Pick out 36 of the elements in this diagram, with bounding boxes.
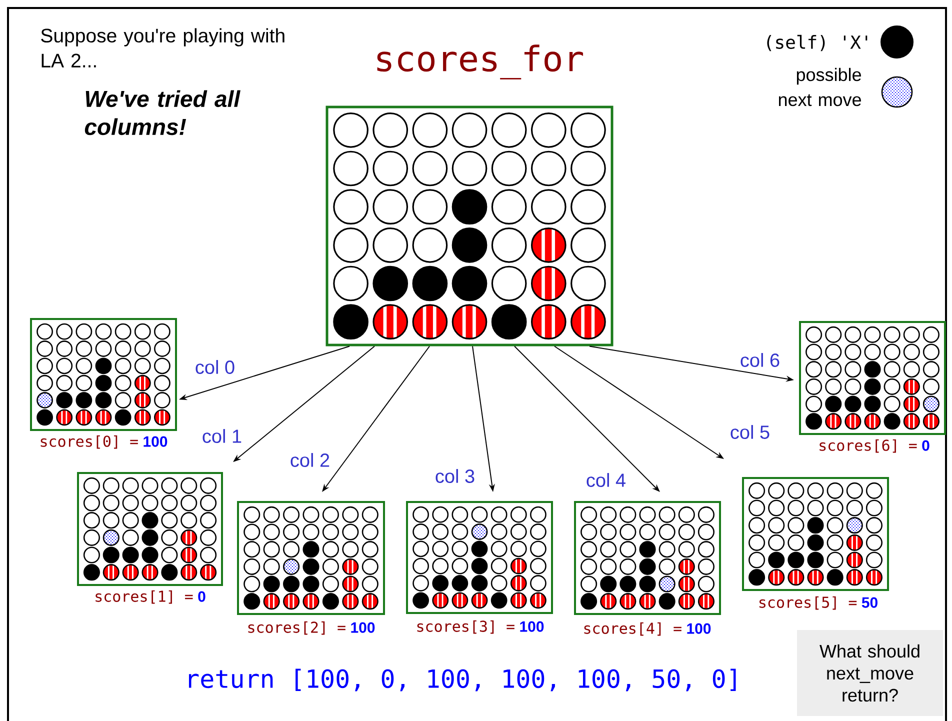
game-board-drawing bbox=[806, 396, 940, 430]
edge-label: col 5 bbox=[728, 424, 772, 440]
title: scores_for bbox=[377, 44, 584, 80]
legend-text: possible next move bbox=[778, 68, 861, 106]
score-label: scores[6] = 0 bbox=[820, 439, 930, 453]
score-label: scores[4] = 100 bbox=[584, 622, 711, 636]
edge-label: col 3 bbox=[434, 468, 476, 484]
intro-text: Suppose you're playing with LA 2... bbox=[41, 28, 284, 68]
edge-label: col 1 bbox=[200, 428, 244, 444]
score-label: scores[3] = 100 bbox=[417, 620, 544, 634]
game-board-drawing bbox=[237, 501, 385, 615]
game-board-drawing bbox=[406, 501, 553, 614]
edge-label: col 6 bbox=[738, 352, 782, 368]
game-board-drawing bbox=[748, 517, 882, 586]
note-text: We've tried all columns! bbox=[84, 90, 240, 136]
legend-text: (self) 'X' bbox=[767, 34, 868, 52]
edge-label: col 4 bbox=[584, 472, 628, 488]
game-board-drawing bbox=[326, 106, 614, 346]
edge-label: col 0 bbox=[194, 359, 236, 375]
edge-label: col 2 bbox=[288, 452, 332, 468]
score-label: scores[2] = 100 bbox=[248, 621, 375, 635]
score-label: scores[1] = 0 bbox=[96, 590, 206, 604]
return-statement: return [100, 0, 100, 100, 100, 50, 0] bbox=[188, 668, 736, 692]
score-label: scores[0] = 100 bbox=[40, 435, 168, 449]
game-board-drawing bbox=[83, 529, 217, 581]
game-board-drawing bbox=[799, 321, 946, 435]
game-board-drawing bbox=[412, 524, 546, 609]
game-board-drawing bbox=[580, 576, 714, 610]
game-board-drawing bbox=[742, 477, 890, 591]
score-label: scores[5] = 50 bbox=[759, 596, 878, 610]
game-board-drawing bbox=[244, 558, 378, 610]
game-board-drawing bbox=[574, 501, 721, 615]
game-board-drawing bbox=[77, 472, 223, 586]
game-board-drawing bbox=[30, 318, 177, 431]
game-board-drawing bbox=[36, 392, 170, 426]
note-box: What should next_move return? bbox=[797, 630, 943, 716]
